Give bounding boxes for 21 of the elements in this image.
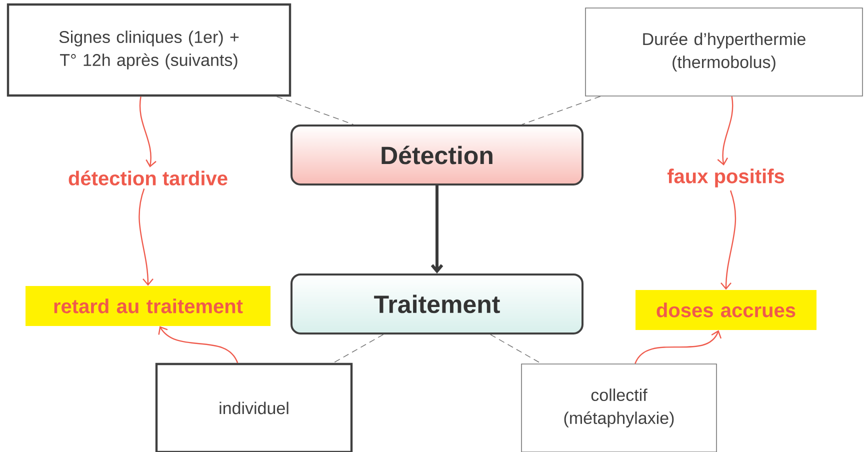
criteria-box: Durée d’hyperthermie (thermobolus): [585, 8, 863, 96]
arrow: [139, 96, 156, 168]
arrow: [634, 330, 722, 364]
arrow: [720, 190, 736, 290]
option-box: collectif (métaphylaxie): [521, 364, 717, 452]
connector-line: [332, 334, 384, 364]
option-box: individuel: [155, 362, 353, 452]
connector-line: [522, 96, 601, 125]
consequence-text: faux positifs: [667, 168, 784, 188]
arrow: [717, 96, 734, 166]
arrow: [138, 188, 154, 286]
stage-box: Traitement: [290, 274, 584, 334]
criteria-box: Signes cliniques (1er) + T° 12h après (suivants): [6, 3, 292, 97]
connector-line: [276, 96, 354, 125]
consequence-text: détection tardive: [68, 170, 228, 186]
stage-box: Détection: [290, 124, 584, 186]
highlight-box: retard au traitement: [26, 286, 270, 326]
connector-line: [490, 334, 542, 364]
highlight-box: doses accrues: [636, 290, 816, 330]
arrow: [430, 186, 444, 274]
arrow: [158, 326, 238, 364]
